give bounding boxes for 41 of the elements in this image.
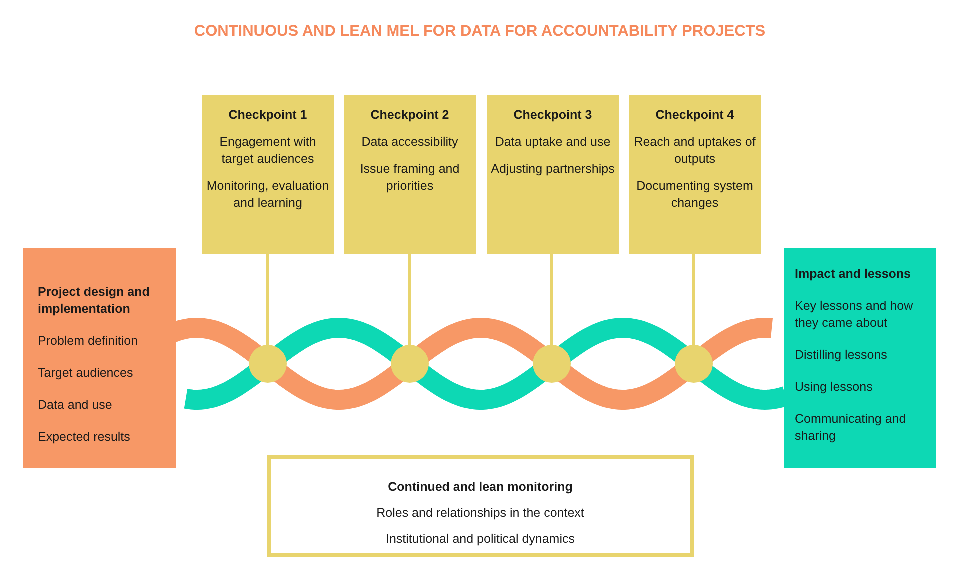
- checkpoint-box: [487, 95, 619, 254]
- item-text: Issue framing and priorities: [359, 161, 461, 195]
- box-heading: Checkpoint 2: [370, 107, 450, 124]
- diagram-title: CONTINUOUS AND LEAN MEL FOR DATA FOR ACCOUNTABILITY PROJECTS: [193, 23, 767, 41]
- connector-line: [550, 254, 554, 345]
- item-text: Communicating and sharing: [795, 411, 908, 445]
- box-heading: Checkpoint 1: [228, 107, 308, 124]
- connector-line: [266, 254, 270, 345]
- checkpoint-dot: [675, 345, 713, 383]
- item-text: Engagement with target audiences: [218, 134, 318, 168]
- item-text: Key lessons and how they came about: [795, 298, 914, 332]
- item-text: Target audiences: [38, 365, 134, 382]
- item-text: Expected results: [38, 429, 132, 446]
- box-heading: Project design and implementation: [38, 284, 151, 318]
- item-text: Problem definition: [38, 333, 140, 350]
- input-panel: [23, 248, 176, 468]
- box-heading: Checkpoint 3: [512, 107, 594, 124]
- connector-line: [408, 254, 412, 345]
- checkpoint-box: [344, 95, 476, 254]
- item-text: Data and use: [38, 397, 114, 414]
- box-heading: Checkpoint 4: [654, 107, 736, 124]
- checkpoint-box: [629, 95, 761, 254]
- item-text: Reach and uptakes of outputs: [633, 134, 757, 168]
- item-text: Institutional and political dynamics: [385, 531, 576, 548]
- output-panel: [784, 248, 936, 468]
- checkpoint-dot: [533, 345, 571, 383]
- box-heading: Impact and lessons: [795, 266, 912, 283]
- item-text: Distilling lessons: [795, 347, 888, 364]
- item-text: Data uptake and use: [494, 134, 612, 151]
- item-text: Using lessons: [795, 379, 874, 396]
- connector-line: [692, 254, 696, 345]
- item-text: Data accessibility: [360, 134, 460, 151]
- box-heading: Continued and lean monitoring: [387, 479, 574, 496]
- item-text: Adjusting partnerships: [491, 161, 615, 178]
- checkpoint-dot: [249, 345, 287, 383]
- monitoring-box: [267, 455, 694, 557]
- item-text: Documenting system changes: [636, 178, 754, 212]
- item-text: Roles and relationships in the context: [376, 505, 586, 522]
- checkpoint-dot: [391, 345, 429, 383]
- checkpoint-box: [202, 95, 334, 254]
- item-text: Monitoring, evaluation and learning: [206, 178, 330, 212]
